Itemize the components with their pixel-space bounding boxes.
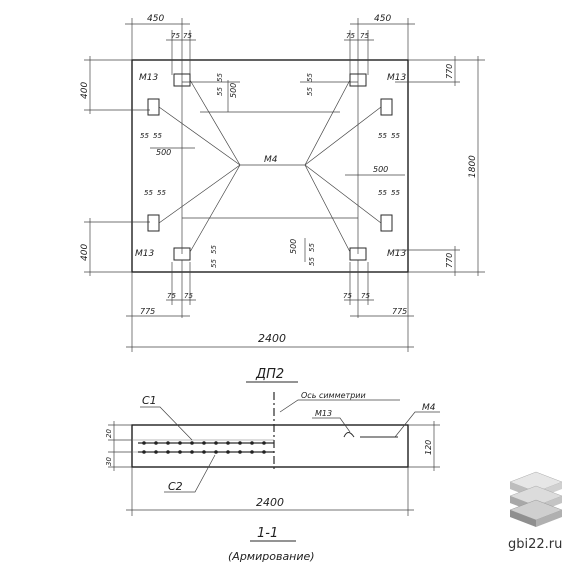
right-dimension-lines <box>395 56 485 276</box>
bottom-75: 75 <box>184 292 193 300</box>
section-20: 20 <box>105 429 113 438</box>
section-view: Ось симметрии М13 М4 С1 С2 20 30 120 <box>105 391 440 516</box>
left-dimension-lines <box>84 56 150 276</box>
plate-m13 <box>147 98 160 116</box>
embedded-plates <box>147 73 393 261</box>
dim-55: 55 <box>153 132 162 140</box>
left-400-bottom: 400 <box>80 244 90 261</box>
dim-55: 55 <box>157 189 166 197</box>
dim-55: 55 <box>306 87 314 96</box>
dim-500: 500 <box>229 83 238 98</box>
dim-55: 55 <box>308 257 316 266</box>
bottom-75: 75 <box>361 292 370 300</box>
dim-55: 55 <box>216 87 224 96</box>
dim-55: 55 <box>378 132 387 140</box>
plate-m13 <box>380 98 393 116</box>
section-left-dims <box>108 421 132 471</box>
right-770-bottom: 770 <box>445 253 454 268</box>
dim-55: 55 <box>210 245 218 254</box>
c1-label: С1 <box>142 394 157 407</box>
dim-55: 55 <box>210 259 218 268</box>
left-400-top: 400 <box>80 82 90 99</box>
m13-label: М13 <box>139 73 158 83</box>
dim-55: 55 <box>216 73 224 82</box>
bottom-right-775: 775 <box>392 307 407 316</box>
top-left-75a: 75 <box>171 32 180 40</box>
top-extension-lines <box>125 18 415 80</box>
bottom-2400: 2400 <box>258 332 286 345</box>
section-title: 1-1 <box>257 526 278 541</box>
section-120: 120 <box>424 440 433 455</box>
plate-m13 <box>380 214 393 232</box>
watermark-text: gbi22.ru <box>508 537 562 552</box>
top-right-450: 450 <box>374 14 391 24</box>
insert-m13 <box>343 432 355 438</box>
c2-label: С2 <box>168 480 183 493</box>
section-right-dims <box>408 421 440 471</box>
top-left-450: 450 <box>147 14 164 24</box>
section-30: 30 <box>105 457 113 466</box>
section-m13: М13 <box>315 409 332 418</box>
dim-55: 55 <box>391 132 400 140</box>
m13-label: М13 <box>387 249 406 259</box>
top-right-75b: 75 <box>360 32 369 40</box>
stacked-slabs-icon <box>509 471 563 527</box>
dim-55: 55 <box>140 132 149 140</box>
m13-label: М13 <box>135 249 154 259</box>
bottom-75: 75 <box>167 292 176 300</box>
dim-500: 500 <box>373 165 388 174</box>
m4-label: М4 <box>264 155 278 165</box>
section-bottom-dims <box>126 467 414 516</box>
plate-m13 <box>147 214 160 232</box>
dim-500: 500 <box>289 239 298 254</box>
m13-label: М13 <box>387 73 406 83</box>
bottom-75: 75 <box>343 292 352 300</box>
dim-55: 55 <box>306 73 314 82</box>
plan-inner-lines <box>150 79 405 262</box>
section-m4: М4 <box>422 403 436 413</box>
slab-outline <box>131 59 409 273</box>
bottom-left-775: 775 <box>140 307 155 316</box>
right-770-top: 770 <box>445 64 454 79</box>
axis-label: Ось симметрии <box>301 391 366 400</box>
dim-55: 55 <box>308 243 316 252</box>
dim-55: 55 <box>391 189 400 197</box>
section-slab <box>131 424 409 468</box>
dim-55: 55 <box>144 189 153 197</box>
plan-view: 450 450 75 75 75 75 400 400 770 770 1 <box>80 14 485 352</box>
dim-500: 500 <box>156 148 171 157</box>
section-2400: 2400 <box>256 496 284 509</box>
rebar-dots <box>142 441 266 454</box>
bottom-dimension-lines <box>126 260 414 352</box>
top-right-75a: 75 <box>346 32 355 40</box>
section-subtitle: (Армирование) <box>228 550 315 563</box>
top-left-75b: 75 <box>183 32 192 40</box>
plan-title: ДП2 <box>255 367 284 382</box>
dim-55: 55 <box>378 189 387 197</box>
right-1800: 1800 <box>468 155 478 178</box>
